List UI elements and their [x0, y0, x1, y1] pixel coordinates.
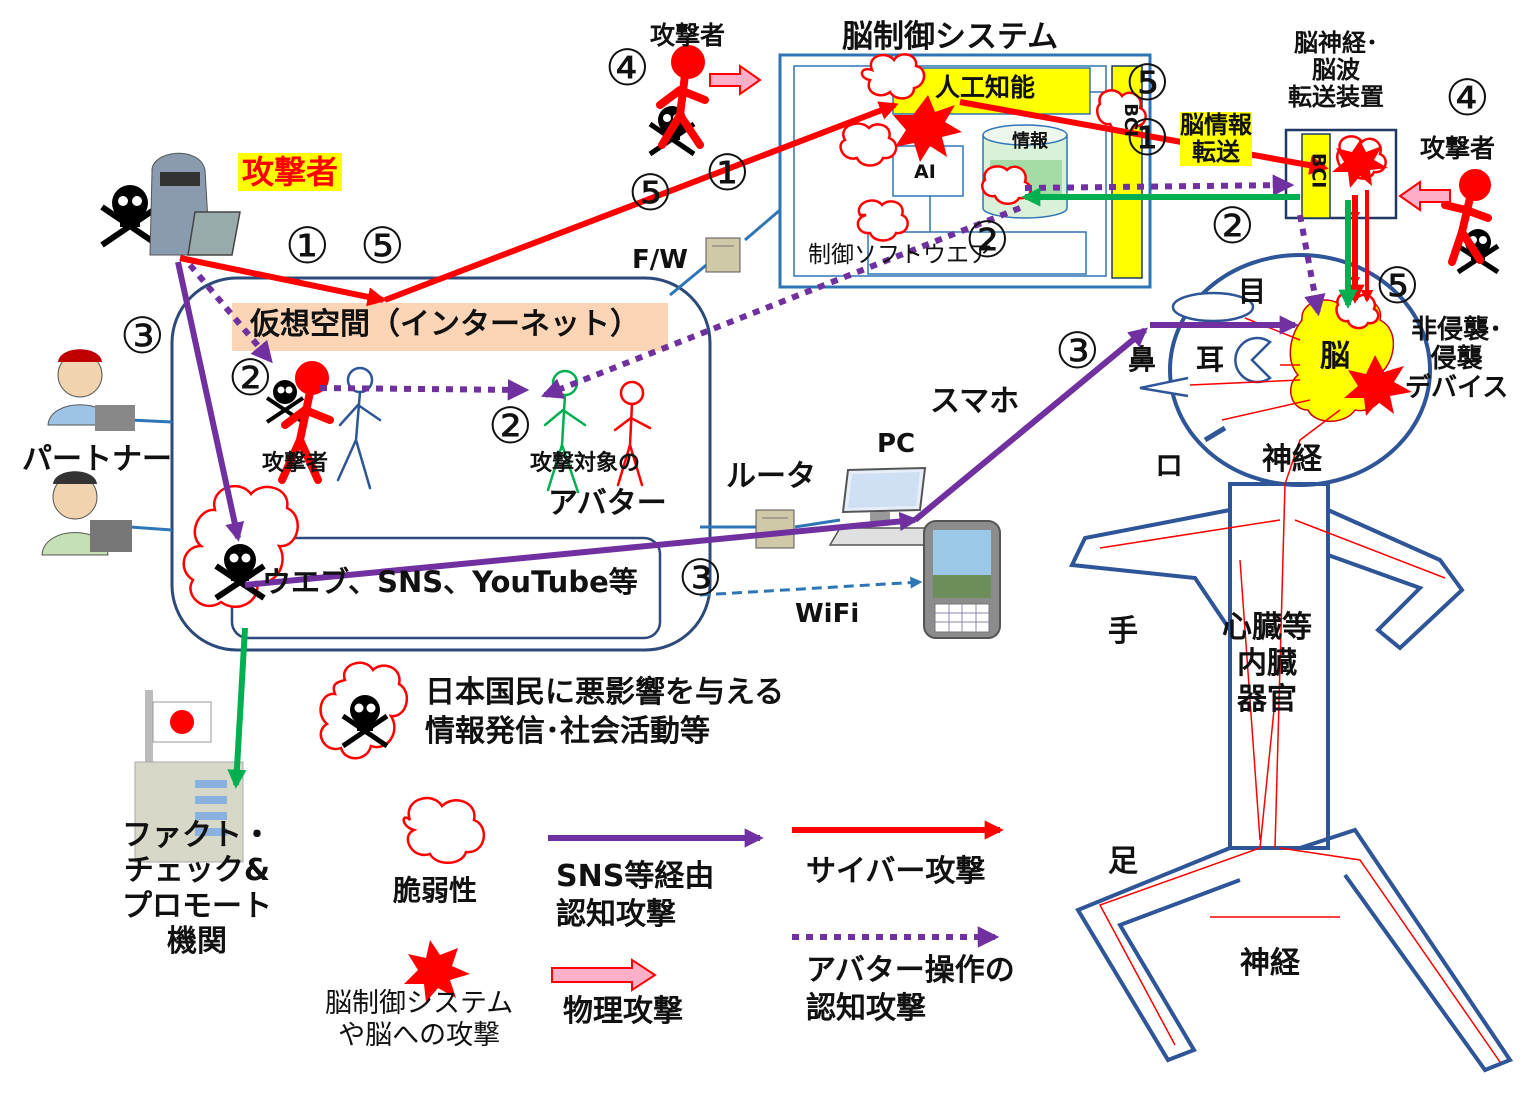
step-5-mid: ⑤ [628, 164, 673, 222]
eye-shape [1171, 291, 1255, 323]
partner-icons [41, 349, 135, 556]
mouth-shape [1203, 425, 1227, 443]
fact-check-label: ファクト・ チェック& プロモート 機関 [122, 818, 272, 960]
hand-label: 手 [1108, 614, 1138, 649]
control-software-label: 制御ソフトウエア [808, 242, 992, 268]
pc-label: PC [877, 429, 916, 459]
virtual-space-label: 仮想空間（インターネット） [250, 307, 640, 342]
attacker-avatar-label: 攻撃者 [262, 451, 329, 476]
avatar-label: アバター [548, 486, 667, 521]
step-4-top: ④ [605, 39, 650, 97]
human-body [1068, 253, 1514, 1073]
nerve-lines [1098, 317, 1501, 1063]
wifi-label: WiFi [795, 599, 860, 629]
attacker-top-label: 攻撃者 [650, 21, 726, 50]
ear-shape [1234, 336, 1272, 384]
smartphone-label: スマホ [930, 384, 1020, 419]
web-sns-label: ウエブ、SNS、YouTube等 [262, 565, 638, 599]
foot-label: 足 [1108, 844, 1138, 879]
bci-right-box [1301, 133, 1331, 219]
partner-label: パートナー [22, 442, 172, 477]
legend-attack-brain-label: 脳制御システム や脳への攻撃 [325, 988, 514, 1052]
influence-label: 日本国民に悪影響を与える 情報発信･社会活動等 [425, 675, 785, 749]
legend-vulnerability-cloud [402, 796, 486, 864]
step-5-system: ⑤ [1125, 54, 1170, 112]
physical-attack-arrows [551, 64, 1451, 992]
virtual-space-title-bg [232, 303, 668, 351]
step-2-avatar: ② [228, 349, 273, 407]
step-2-system: ② [965, 211, 1010, 269]
router-label: ルータ [726, 459, 816, 494]
nose-label: 鼻 [1128, 343, 1157, 376]
eye-label: 目 [1238, 275, 1267, 308]
red-attacker-figures [278, 45, 1492, 484]
green-arrows [227, 187, 1358, 789]
firewall-label: F/W [632, 245, 688, 275]
ear-label: 耳 [1196, 343, 1225, 376]
mouth-label: ロ [1155, 449, 1184, 482]
smartphone-icon [923, 520, 1001, 639]
pc-icon [828, 466, 942, 546]
avatar-cognitive-arrows [187, 174, 1326, 401]
network-links [129, 208, 841, 532]
step-2-right: ② [1210, 197, 1255, 255]
ai-name-label: 人工知能 [935, 73, 1036, 102]
attacker-right-label: 攻撃者 [1420, 134, 1496, 163]
wifi-link [699, 576, 923, 597]
target-avatar-label: 攻撃対象の [530, 451, 641, 476]
step-3-left: ③ [120, 307, 165, 365]
brain-label: 脳 [1320, 339, 1350, 374]
legend-vulnerability-label: 脆弱性 [393, 874, 478, 907]
hacker-icon [149, 152, 241, 256]
legend-cyber-label: サイバー攻撃 [806, 854, 986, 889]
nerve-head-label: 神経 [1262, 442, 1322, 477]
brain-system-title: 脳制御システム [842, 19, 1059, 55]
step-1-left: ① [285, 217, 330, 275]
ai-small-label: AI [914, 161, 936, 183]
firewall-icon [705, 237, 741, 273]
step-4-right: ④ [1445, 69, 1490, 127]
step-3-head: ③ [1055, 322, 1100, 380]
nerve-legend-label: 神経 [1240, 946, 1300, 981]
step-5-brain: ⑤ [1375, 257, 1420, 315]
attack-bursts [404, 95, 1412, 1002]
step-3-wifi: ③ [678, 549, 723, 607]
step-5-left: ⑤ [360, 217, 405, 275]
device-label: 非侵襲･ 侵襲 デバイス [1405, 315, 1509, 404]
organs-label: 心臓等 内臓 器官 [1222, 610, 1312, 717]
transfer-device-label: 脳神経･ 脳波 転送装置 [1288, 29, 1384, 111]
legend-avatar-label: アバター操作の 認知攻撃 [806, 953, 1015, 1026]
router-icon [755, 509, 795, 549]
step-1-mid: ① [705, 144, 750, 202]
bci-right-label: BCI [1307, 152, 1330, 189]
info-label: 情報 [1012, 131, 1048, 152]
legend-physical-label: 物理攻撃 [563, 994, 683, 1029]
fact-check-building-icon [134, 690, 244, 863]
step-2-target: ② [488, 397, 533, 455]
step-1-system: ① [1125, 109, 1170, 167]
sns-cognitive-arrows [175, 261, 1299, 588]
attacker-main-label: 攻撃者 [238, 153, 343, 191]
brain-info-transfer-label: 脳情報 転送 [1180, 111, 1252, 166]
nose-shape [1139, 376, 1189, 398]
cyber-attack-arrows [179, 99, 1374, 307]
legend-sns-label: SNS等経由 認知攻撃 [556, 859, 715, 932]
